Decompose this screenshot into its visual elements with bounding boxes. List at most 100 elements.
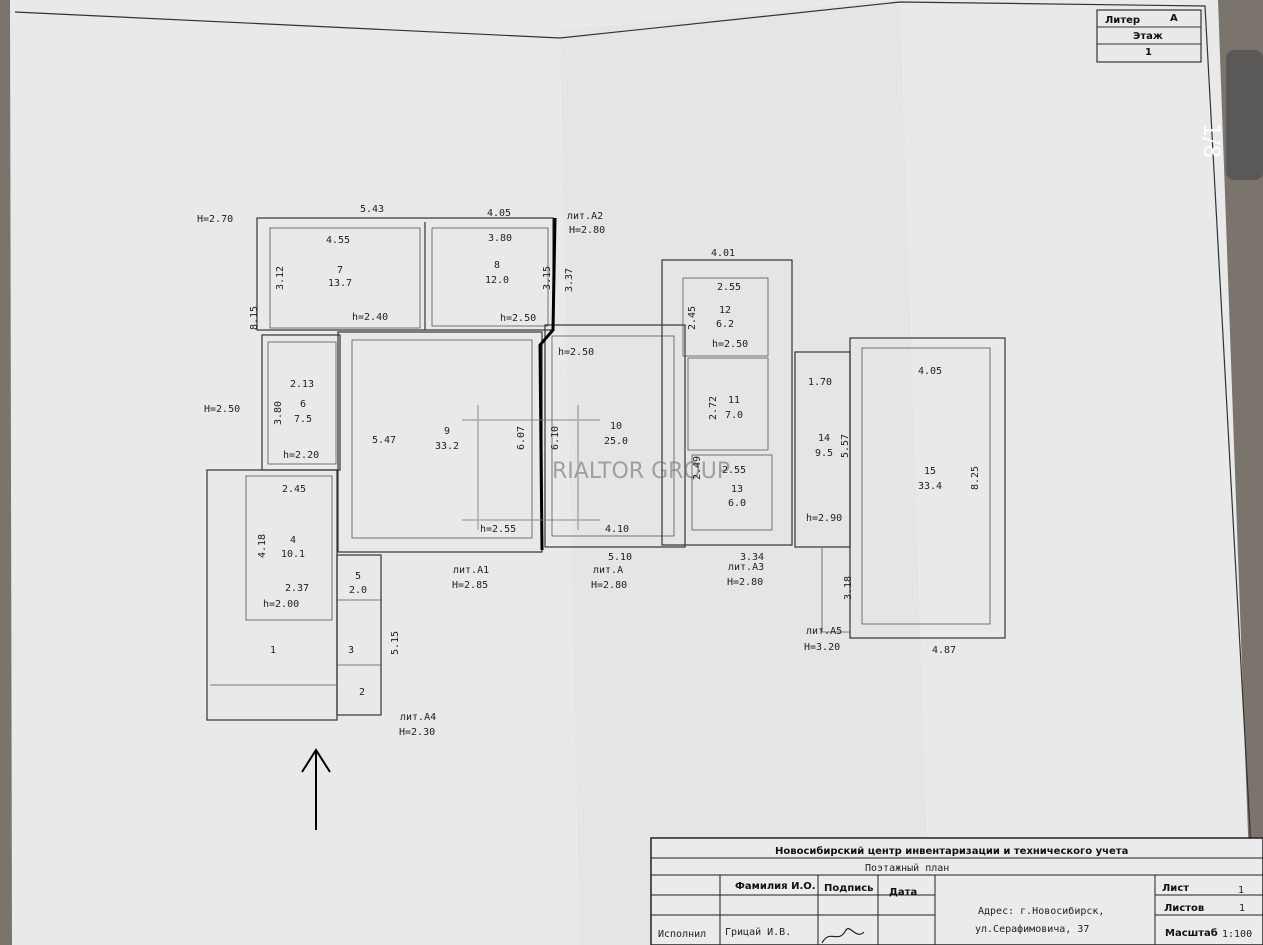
page-badge-text: 1/8 [1198,123,1223,158]
paper-fold-shade [560,0,930,945]
room-7-area: 13.7 [328,278,352,289]
room-5-area: 2.0 [349,585,367,596]
height-top-left: H=2.70 [197,214,233,225]
dim-2-37: 2.37 [285,583,309,594]
block-a5-height: H=3.20 [804,642,840,653]
room-12-height: h=2.50 [712,339,748,350]
block-a-label: лит.А [593,565,623,576]
room-9-number: 9 [444,426,450,437]
dim-4-01: 4.01 [711,248,735,259]
dim-2-55-top: 2.55 [717,282,741,293]
block-a1-height: H=2.85 [452,580,488,591]
dim-4-18: 4.18 [257,534,268,558]
block-a2-label: лит.А2 [567,211,603,222]
block-a4-label: лит.А4 [400,712,436,723]
dim-8-15: 8.15 [249,306,260,330]
title-col-name: Фамилия И.О. [735,881,816,892]
title-col-sign: Подпись [824,883,873,894]
room-9-area: 33.2 [435,441,459,452]
dim-3-37: 3.37 [564,268,575,292]
room-12-number: 12 [719,305,731,316]
room-7-number: 7 [337,265,343,276]
room-6-number: 6 [300,399,306,410]
room-10-area: 25.0 [604,436,628,447]
room-11-area: 7.0 [725,410,743,421]
room-4-number: 4 [290,535,296,546]
room-14-number: 14 [818,433,830,444]
room-10-number: 10 [610,421,622,432]
dim-5-57: 5.57 [840,434,851,458]
stamp-floor-value: 1 [1145,47,1152,58]
dim-3-80-top: 3.80 [488,233,512,244]
block-a-height: H=2.80 [591,580,627,591]
room-4-area: 10.1 [281,549,305,560]
room-13-area: 6.0 [728,498,746,509]
dim-3-18: 3.18 [843,576,854,600]
sheet-value: 1 [1238,885,1244,896]
sheets-value: 1 [1239,903,1245,914]
room-1-number: 1 [270,645,276,656]
stamp-liter-label: Литер [1105,15,1140,26]
block-a1-label: лит.А1 [453,565,489,576]
dim-6-07: 6.07 [516,426,527,450]
entrance-arrow [301,748,331,830]
room-4-height: h=2.00 [263,599,299,610]
dim-4-05-right: 4.05 [918,366,942,377]
title-block: Новосибирский центр инвентаризации и тех… [650,837,1263,945]
dim-6-10: 6.10 [550,426,561,450]
block-a5-label: лит.А5 [806,626,842,637]
room-8-area: 12.0 [485,275,509,286]
room-15-number: 15 [924,466,936,477]
room-8-height: h=2.50 [500,313,536,324]
dim-2-72: 2.72 [708,396,719,420]
sheet-label: Лист [1162,883,1189,894]
address-line-2: ул.Серафимовича, 37 [975,923,1089,935]
room-6-height: h=2.20 [283,450,319,461]
dim-5-10: 5.10 [608,552,632,563]
room-12-area: 6.2 [716,319,734,330]
scale-label: Масштаб [1165,927,1218,939]
room-6-area: 7.5 [294,414,312,425]
dimension-labels: 5.43 4.05 4.55 3.80 3.12 8.15 3.15 3.37 … [249,204,981,656]
partition-line [538,217,557,551]
room-10-height: h=2.50 [558,347,594,358]
block-a3-label: лит.А3 [728,562,764,573]
room-14-height: h=2.90 [806,513,842,524]
room-7-height: h=2.40 [352,312,388,323]
scale-value: 1:100 [1222,929,1252,940]
room-15-area: 33.4 [918,481,942,492]
room-14-area: 9.5 [815,448,833,459]
dim-3-12: 3.12 [275,266,286,290]
height-left-mid: H=2.50 [204,404,240,415]
dim-1-70: 1.70 [808,377,832,388]
room-2-number: 2 [359,687,365,698]
title-col-date: Дата [889,887,917,898]
stamp-liter-value: А [1170,13,1178,24]
dim-5-47: 5.47 [372,435,396,446]
room-3-number: 3 [348,645,354,656]
room-9-height: h=2.55 [480,524,516,535]
dim-4-10: 4.10 [605,524,629,535]
title-row-label: Исполнил [658,929,706,940]
dim-4-87: 4.87 [932,645,956,656]
dim-2-55-mid: 2.55 [722,465,746,476]
signature [821,928,865,944]
room-11-number: 11 [728,395,740,406]
block-labels: лит.А2 H=2.80 лит.А1 H=2.85 лит.А H=2.80… [197,211,842,738]
room-13-number: 13 [731,484,743,495]
watermark-text: RIALTOR GROUP [552,459,730,484]
sheets-label: Листов [1164,903,1204,914]
dim-5-43: 5.43 [360,204,384,215]
dim-2-45-right: 2.45 [687,306,698,330]
watermark: RIALTOR GROUP [462,405,730,530]
title-doc: Поэтажный план [865,862,949,874]
dim-2-45-left: 2.45 [282,484,306,495]
block-a2-height: H=2.80 [569,225,605,236]
dim-4-55: 4.55 [326,235,350,246]
room-8-number: 8 [494,260,500,271]
block-a3-height: H=2.80 [727,577,763,588]
title-row-name: Грицай И.В. [725,926,791,938]
dim-8-25: 8.25 [970,466,981,490]
page-badge: 1/8 [1198,50,1263,180]
